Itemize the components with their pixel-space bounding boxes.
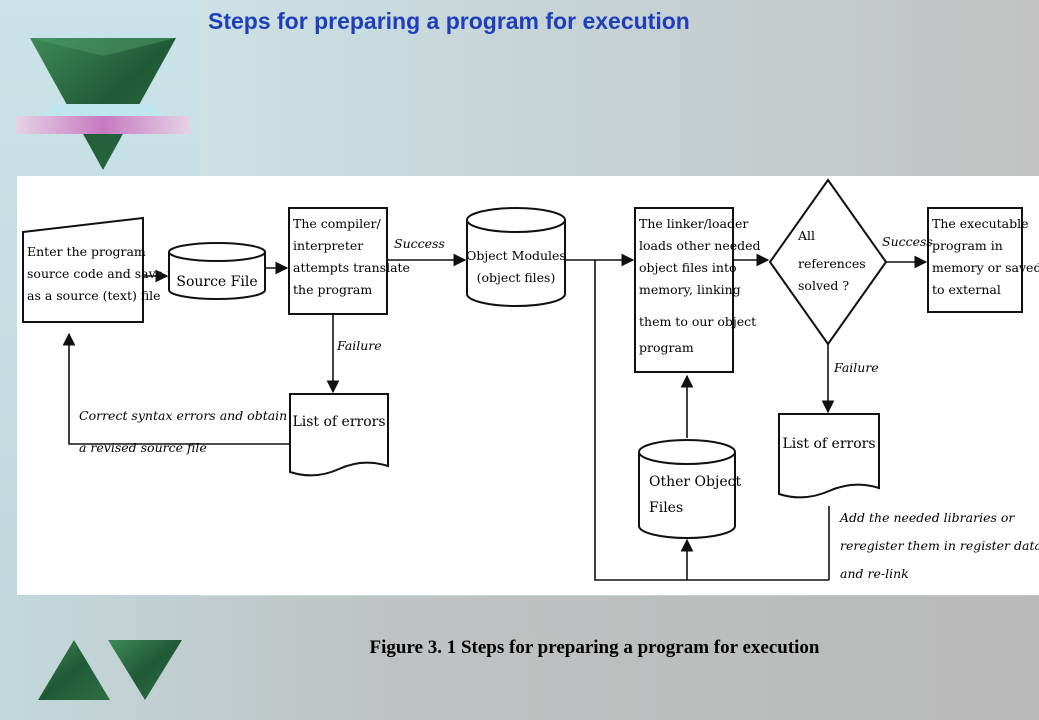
- bottom-decor-band: [0, 596, 1039, 720]
- failure-label-2: Failure: [833, 360, 879, 375]
- linker-line-4: memory, linking: [639, 282, 741, 297]
- enter-source-line-2: source code and save it: [27, 266, 176, 281]
- success-label-1: Success: [394, 236, 445, 251]
- node-executable: The executable program in memory or save…: [927, 207, 1039, 313]
- other-objects-line-1: Other Object: [649, 474, 741, 490]
- triangle-pair-logo-icon: [38, 640, 182, 700]
- errors-compile-label: List of errors: [292, 414, 385, 430]
- inverted-triangle-logo-icon: [16, 38, 190, 170]
- linker-line-3: object files into: [639, 260, 737, 275]
- node-other-objects: Other Object Files: [638, 439, 741, 539]
- enter-source-line-3: as a source (text) file: [27, 288, 161, 303]
- compiler-line-3: attempts translate: [293, 260, 410, 275]
- slide-title: Steps for preparing a program for execut…: [208, 8, 690, 34]
- linker-line-5: them to our object: [639, 314, 756, 329]
- enter-source-line-1: Enter the program: [27, 244, 146, 259]
- executable-line-1: The executable: [932, 216, 1029, 231]
- compiler-line-1: The compiler/: [293, 216, 382, 231]
- source-file-label: Source File: [176, 274, 257, 290]
- failure-label-1: Failure: [336, 338, 382, 353]
- node-enter-source: Enter the program source code and save i…: [22, 216, 176, 323]
- executable-line-3: memory or saved: [932, 260, 1039, 275]
- object-modules-line-1: Object Modules: [466, 248, 566, 263]
- node-object-modules: Object Modules (object files): [466, 207, 566, 307]
- other-objects-line-2: Files: [649, 500, 683, 516]
- add-libs-line-2: reregister them in register database: [840, 538, 1039, 553]
- node-errors-link: List of errors: [778, 413, 880, 499]
- node-source-file: Source File: [168, 242, 266, 300]
- executable-line-2: program in: [932, 238, 1003, 253]
- success-label-2: Success: [882, 234, 933, 249]
- linker-line-6: program: [639, 340, 694, 355]
- linker-line-2: loads other needed: [639, 238, 761, 253]
- node-compiler: The compiler/ interpreter attempts trans…: [288, 207, 410, 315]
- add-libs-line-1: Add the needed libraries or: [839, 510, 1015, 525]
- node-decision: All references solved ?: [768, 178, 888, 346]
- correct-label-line-1: Correct syntax errors and obtain: [79, 408, 287, 423]
- decision-line-1: All: [797, 228, 815, 243]
- figure-caption: Figure 3. 1 Steps for preparing a progra…: [369, 637, 820, 658]
- compiler-line-2: interpreter: [293, 238, 363, 253]
- connectors: [62, 253, 928, 581]
- node-errors-compile: List of errors: [289, 393, 389, 477]
- decision-line-3: solved ?: [798, 278, 849, 293]
- linker-line-1: The linker/loader: [639, 216, 748, 231]
- correct-label-line-2: a revised source file: [79, 440, 207, 455]
- add-libs-line-3: and re-link: [840, 566, 909, 581]
- object-modules-line-2: (object files): [477, 270, 556, 285]
- compiler-line-4: the program: [293, 282, 372, 297]
- errors-link-label: List of errors: [782, 436, 875, 452]
- node-linker: The linker/loader loads other needed obj…: [634, 207, 761, 373]
- executable-line-4: to external: [932, 282, 1001, 297]
- flowchart-figure: Enter the program source code and save i…: [17, 176, 1039, 595]
- decision-line-2: references: [798, 256, 866, 271]
